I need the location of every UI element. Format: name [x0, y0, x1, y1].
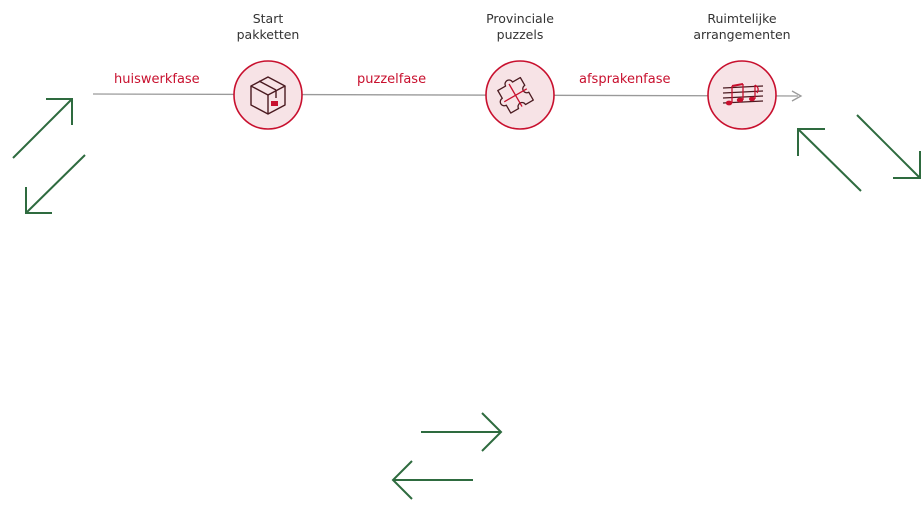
stage-circle-ruimtelijke-arrangementen — [707, 60, 777, 130]
arrow-up-left-icon — [797, 128, 862, 192]
music-notes-icon — [722, 83, 764, 106]
timeline-line — [92, 93, 799, 97]
phase-label-afsprakenfase: afsprakenfase — [579, 72, 671, 87]
arrow-down-left-icon — [25, 154, 86, 214]
stage-title-ruimtelijke-arrangementen: Ruimtelijke arrangementen — [693, 11, 791, 42]
phase-label-huiswerkfase: huiswerkfase — [114, 72, 200, 87]
box-icon — [250, 76, 286, 115]
arrow-left-icon — [391, 460, 473, 500]
puzzle-icon — [497, 76, 534, 114]
stage-circle-start-pakketten — [233, 60, 303, 130]
arrow-down-right-icon — [856, 114, 921, 179]
arrow-up-right-icon — [12, 98, 73, 159]
stage-title-provinciale-puzzels: Provinciale puzzels — [486, 11, 554, 42]
stage-circle-provinciale-puzzels — [485, 60, 555, 130]
timeline-arrowhead — [791, 90, 803, 102]
stage-title-start-pakketten: Start pakketten — [236, 11, 300, 42]
phase-label-puzzelfase: puzzelfase — [357, 72, 427, 87]
arrow-right-icon — [421, 412, 503, 452]
